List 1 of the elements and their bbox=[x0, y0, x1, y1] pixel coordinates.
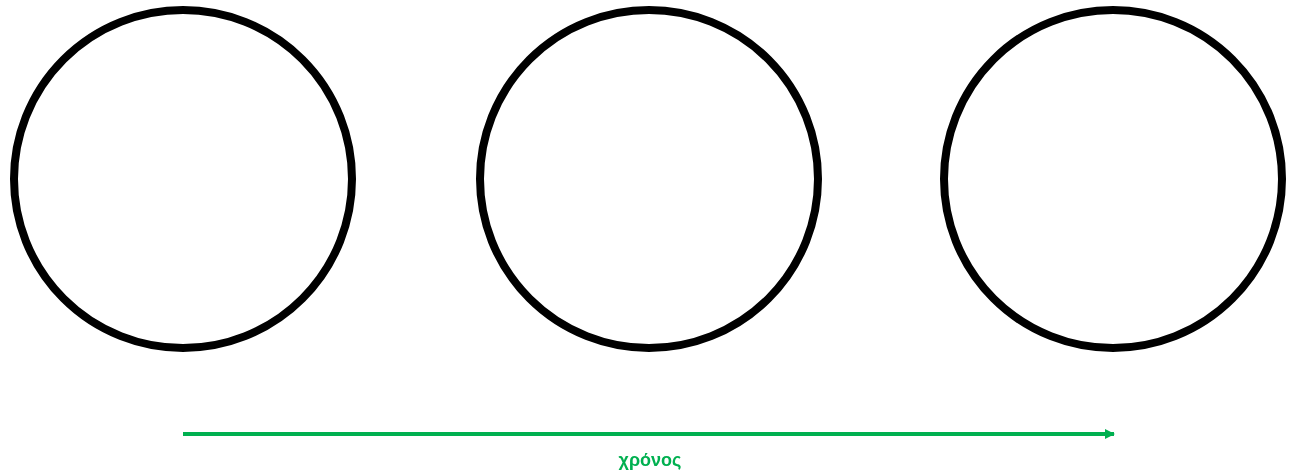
axis-label: χρόνος bbox=[618, 450, 682, 471]
